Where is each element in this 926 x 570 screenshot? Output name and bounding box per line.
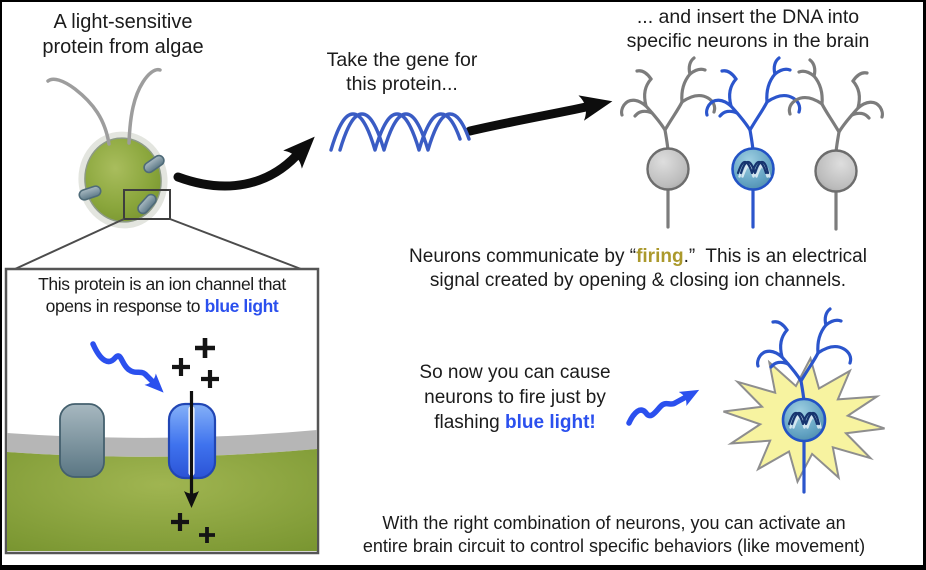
blue-light-highlight: blue light!	[505, 412, 596, 434]
arrow-algae-to-gene	[173, 136, 315, 191]
ion-channel-inset	[4, 267, 320, 555]
channel-protein-pill-icon	[143, 154, 165, 174]
cause-neurons-label: So now you can cause neurons to fire jus…	[419, 362, 611, 434]
cell-interior	[7, 449, 317, 551]
plus-ion-icon	[172, 358, 190, 376]
blue-light-highlight: blue light	[204, 295, 279, 316]
dna-icon	[329, 112, 471, 152]
channel-protein-pill-icon	[78, 185, 102, 201]
algae-label-line1: A light-sensitive	[53, 11, 193, 33]
algae-glow	[78, 131, 168, 229]
plus-ion-icon	[199, 527, 215, 543]
plus-ion-icon	[195, 338, 215, 358]
plus-ion-icon	[171, 513, 189, 531]
blue-light-arrow-icon	[90, 341, 164, 393]
flagellum-icon	[46, 77, 111, 146]
blue-light-flash-arrow-icon	[626, 389, 700, 426]
neurons-communicate-label: Neurons communicate by “firing.” This is…	[409, 246, 867, 291]
neuron-gray-2	[787, 58, 884, 231]
gene-label: Take the gene for this protein...	[326, 49, 478, 96]
inset-caption: This protein is an ion channel that open…	[38, 274, 286, 316]
algae-cell	[46, 67, 171, 229]
insert-dna-label: ... and insert the DNA into specific neu…	[626, 6, 870, 53]
arrow-gene-to-neurons	[465, 95, 613, 136]
firing-neuron	[723, 307, 885, 494]
closed-channel	[59, 403, 105, 478]
algae-label-line2: protein from algae	[42, 36, 204, 58]
algae-label: A light-sensitive protein from algae	[27, 10, 219, 60]
firing-highlight: firing	[636, 246, 684, 267]
plus-ion-icon	[201, 370, 219, 388]
zoom-connector-line	[14, 218, 125, 270]
neuron-blue-transfected	[705, 56, 802, 229]
neuron-gray-1	[620, 56, 717, 229]
zoom-box	[123, 189, 171, 220]
flagellum-icon	[127, 67, 162, 145]
channel-protein-pill-icon	[137, 193, 157, 215]
zoom-connector-line	[169, 218, 302, 270]
conclusion-label: With the right combination of neurons, y…	[362, 513, 866, 556]
